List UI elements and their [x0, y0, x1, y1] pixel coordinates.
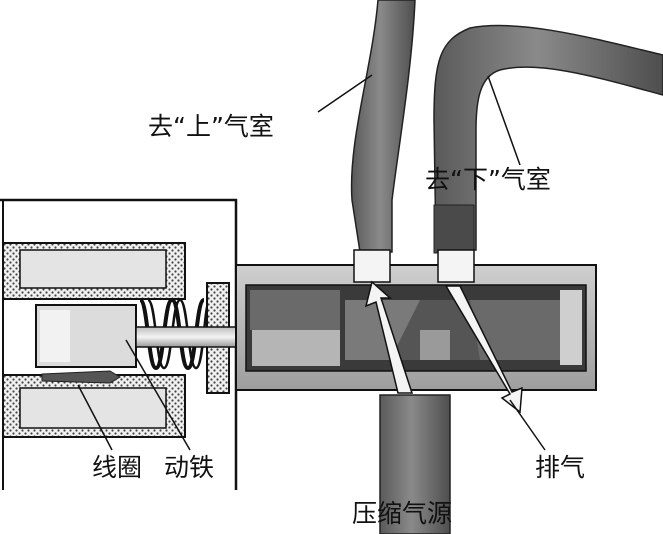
- coil-upper: [2, 242, 186, 300]
- label-coil: 线圈: [92, 453, 143, 482]
- label-exhaust: 排气: [535, 453, 586, 482]
- label-compressed-air-source: 压缩气源: [352, 499, 453, 528]
- label-armature: 动铁: [164, 453, 215, 482]
- valve-body: [235, 264, 597, 391]
- leader-lines: [77, 74, 546, 451]
- flow-arrow-up: [364, 280, 414, 394]
- spring: [138, 297, 212, 371]
- label-to-lower-chamber: 去“下”气室: [425, 165, 551, 194]
- label-to-upper-chamber: 去“上”气室: [148, 112, 274, 141]
- hose-upper-chamber: [350, 0, 416, 283]
- armature: [35, 304, 137, 368]
- flow-arrow-exhaust: [444, 285, 523, 414]
- source-hose: [379, 394, 451, 534]
- coil-lower: [2, 370, 186, 438]
- hose-lower-chamber: [433, 24, 663, 283]
